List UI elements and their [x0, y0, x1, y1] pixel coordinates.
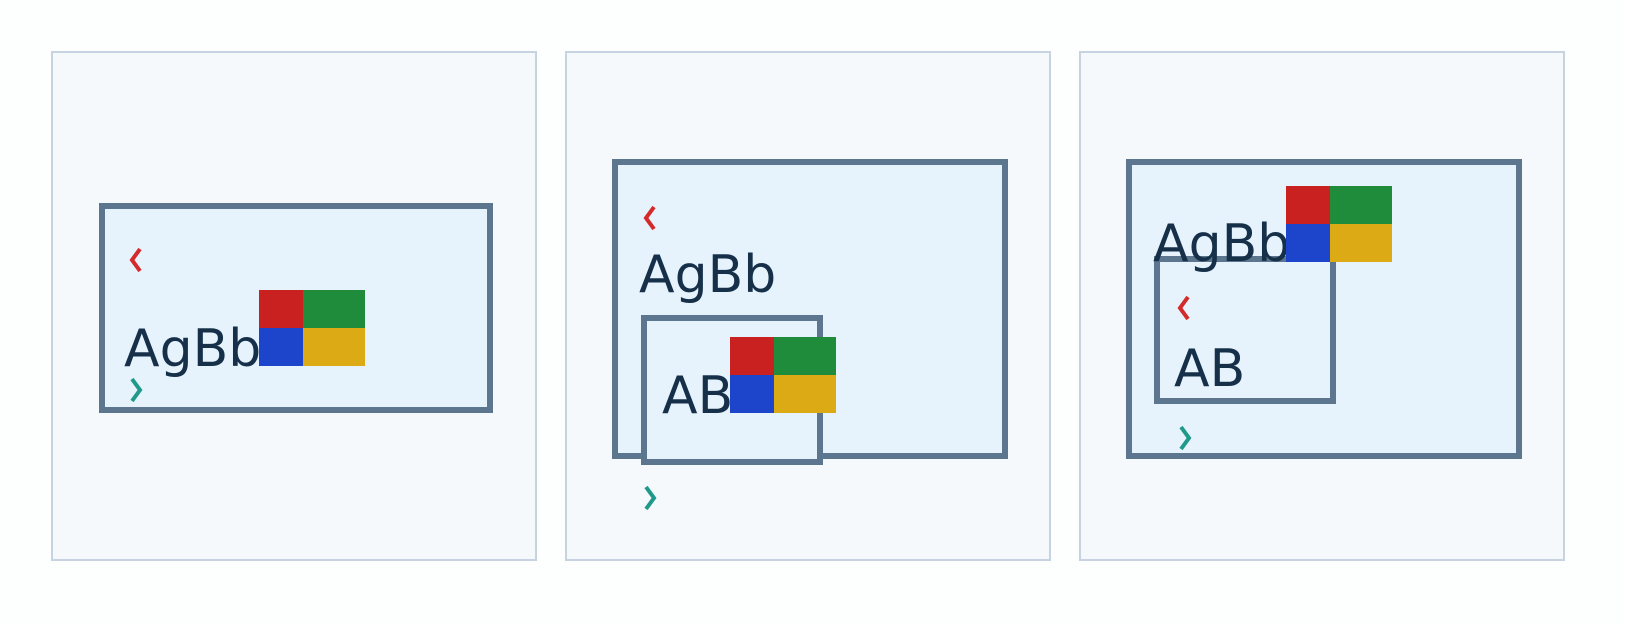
color-tiles-icon: [1286, 186, 1392, 262]
sample-text: AgBb: [639, 245, 777, 305]
panel-2: AgBb AB: [565, 51, 1051, 561]
color-tiles-icon: [730, 337, 836, 413]
sample-text: AgBb: [1153, 214, 1291, 274]
chevron-left-icon: [643, 205, 656, 231]
panel-3: AgBb AB: [1079, 51, 1565, 561]
chevron-left-icon: [1177, 295, 1190, 321]
inner-box: [1154, 256, 1336, 404]
chevron-right-icon: [644, 485, 657, 511]
chevron-right-icon: [1179, 425, 1192, 451]
chevron-right-icon: [130, 377, 143, 403]
panel-1: AgBb: [51, 51, 537, 561]
chevron-left-icon: [129, 247, 142, 273]
color-tiles-icon: [259, 290, 365, 366]
sample-text: AgBb: [124, 319, 262, 379]
inner-text: AB: [662, 366, 734, 426]
inner-text: AB: [1174, 339, 1246, 399]
